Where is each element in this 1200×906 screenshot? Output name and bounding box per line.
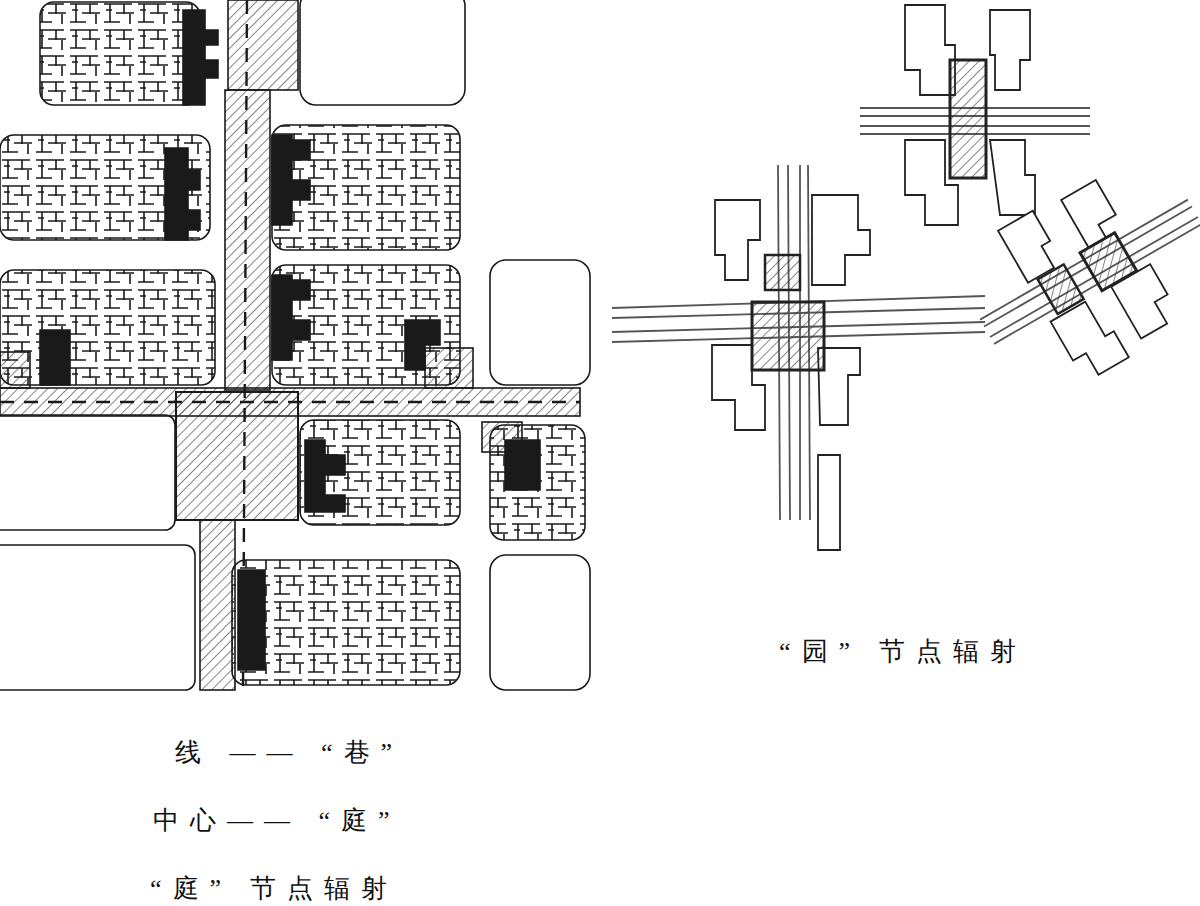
caption-label: “园” 节点辐射 <box>779 636 1027 667</box>
caption-label: “庭” 节点辐射 <box>150 873 398 904</box>
caption-label: 线 —— “巷” <box>175 737 403 768</box>
caption-label: 中心—— “庭” <box>153 805 401 836</box>
lane-sketch <box>0 0 590 690</box>
garden-sketch <box>612 5 1200 550</box>
